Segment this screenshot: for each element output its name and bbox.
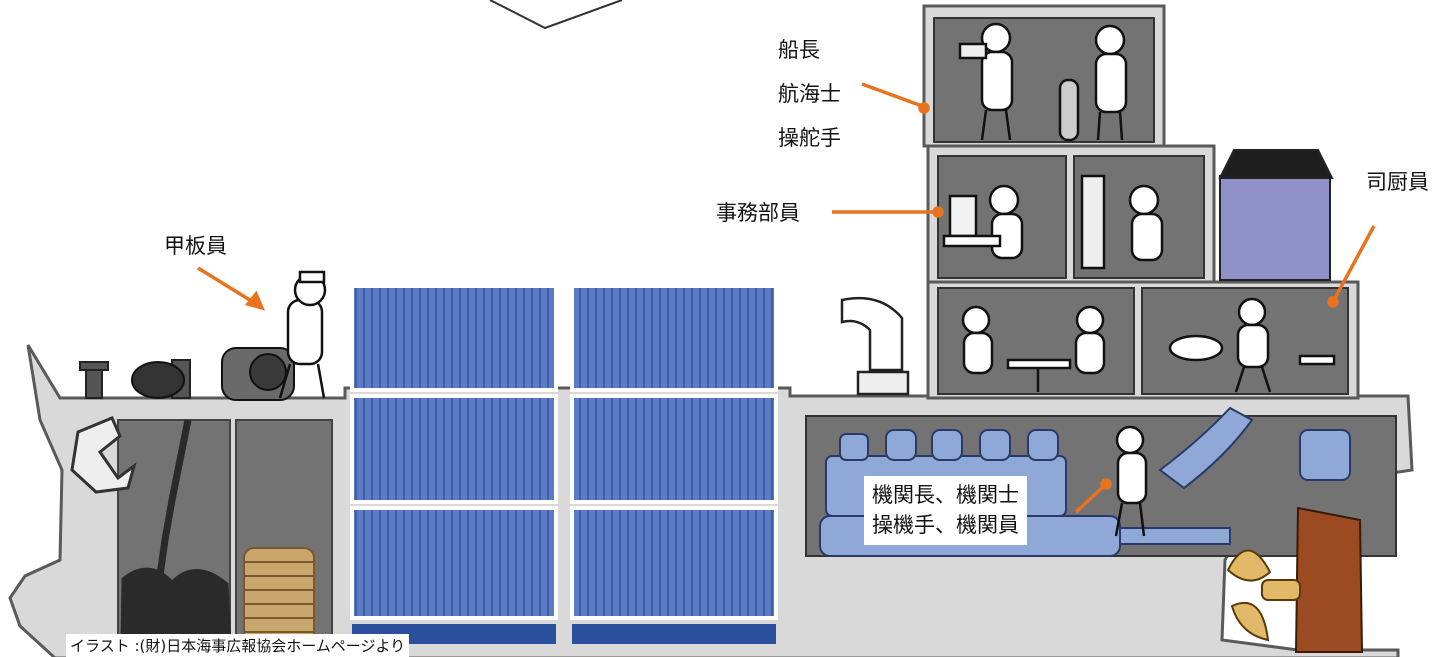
engineer-figure — [1114, 425, 1148, 537]
rope-coil — [243, 547, 315, 645]
leader-lines — [197, 82, 1376, 514]
crew-dining-figures — [961, 305, 1106, 392]
rudder — [1294, 506, 1364, 653]
speech-bubble-tail — [489, 0, 623, 30]
deckhand-arrow — [197, 266, 259, 307]
container-stack-left — [350, 284, 558, 644]
helmsman-figure — [1058, 24, 1128, 142]
label-engine-crew-line2: 操機手、機関員 — [872, 513, 1019, 538]
cook-arrow — [1332, 225, 1376, 301]
propeller — [1226, 549, 1301, 642]
captain-arrow — [861, 82, 923, 108]
label-helmsman: 操舵手 — [778, 126, 841, 150]
label-cook: 司厨員 — [1366, 170, 1429, 194]
label-captain: 船長 — [778, 38, 820, 62]
label-deckhand: 甲板員 — [164, 234, 227, 258]
cook-figure — [1168, 297, 1336, 393]
illustration-credit: イラスト :(財)日本海事広報協会ホームページより — [66, 634, 410, 657]
captain-figure — [958, 22, 1014, 141]
engineer-arrow — [1074, 484, 1106, 514]
radio-operator-figure — [1080, 174, 1164, 270]
bollard — [79, 359, 191, 399]
label-engine-crew: 機関長、機関士 操機手、機関員 — [864, 476, 1027, 545]
anchor-chain — [120, 419, 232, 649]
windlass — [131, 347, 295, 401]
funnel — [1218, 149, 1334, 281]
label-engine-crew-line1: 機関長、機関士 — [872, 483, 1019, 507]
label-navigator: 航海士 — [778, 82, 841, 106]
ventilator — [840, 296, 910, 396]
label-purser: 事務部員 — [716, 201, 800, 225]
office-worker-figure — [942, 184, 1024, 260]
container-stack-right — [570, 284, 778, 644]
anchor-icon — [70, 416, 137, 494]
deckhand-figure — [278, 270, 327, 399]
